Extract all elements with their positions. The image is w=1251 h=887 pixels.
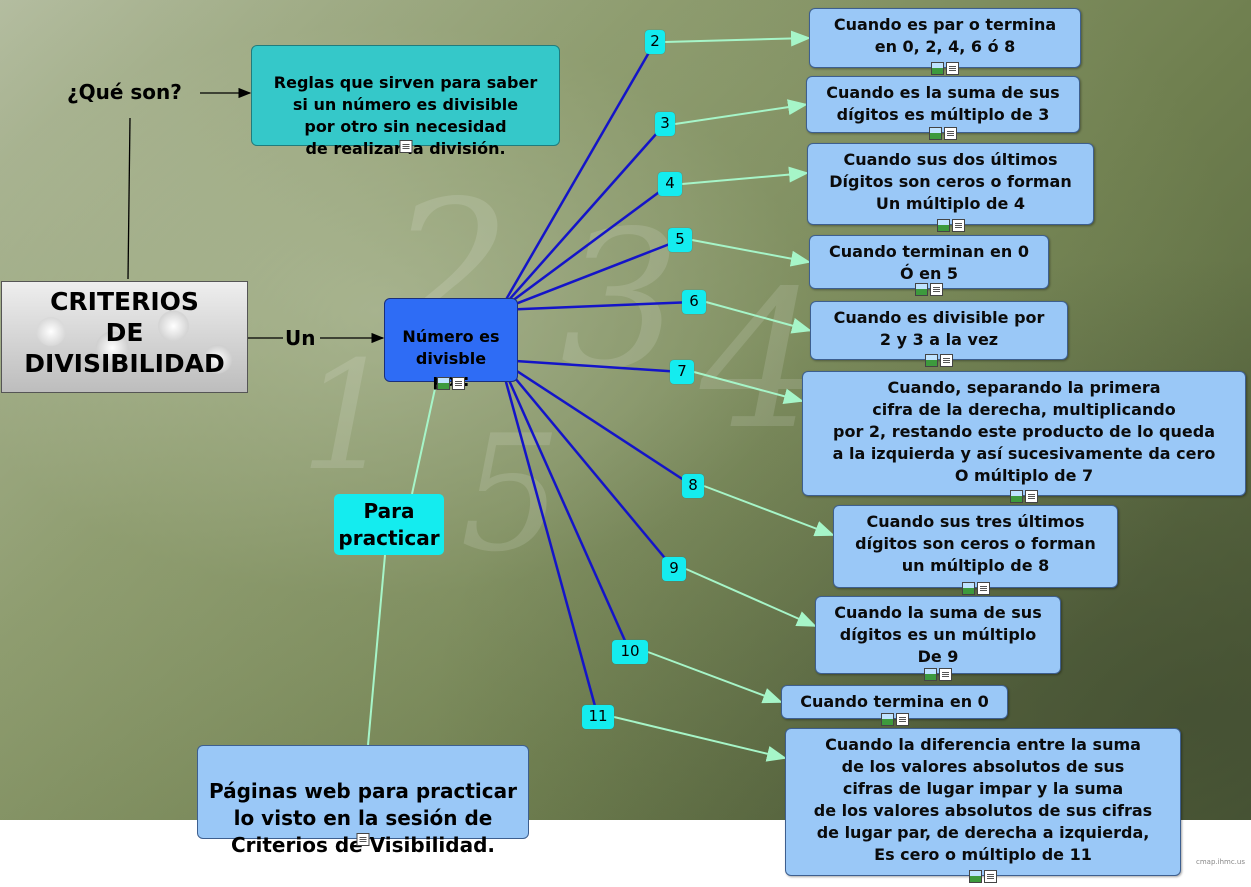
attachment-icons: [399, 140, 412, 153]
criterion-node-11[interactable]: Cuando la diferencia entre la suma de lo…: [785, 728, 1181, 883]
attachment-icons: [437, 377, 465, 390]
image-icon[interactable]: [925, 354, 938, 367]
criterion-node-7[interactable]: Cuando, separando la primera cifra de la…: [802, 371, 1246, 503]
spoke-line: [499, 300, 695, 312]
attachment-icons: [1010, 490, 1038, 503]
arrow-line: [703, 485, 835, 537]
arrow-line: [674, 99, 808, 125]
definition-text: Reglas que sirven para saber si un númer…: [273, 73, 538, 158]
watermark: cmap.ihmc.us: [1196, 858, 1245, 866]
note-icon[interactable]: [946, 62, 959, 75]
attachment-icons: [915, 283, 943, 296]
link-label-un: Un: [285, 326, 316, 350]
arrow-line: [681, 166, 809, 185]
criterion-text: Cuando es divisible por 2 y 3 a la vez: [833, 308, 1045, 349]
divisor-label-3: 3: [655, 112, 675, 136]
criterion-text: Cuando es par o termina en 0, 2, 4, 6 ó …: [833, 15, 1057, 56]
divisor-label-4: 4: [658, 172, 682, 196]
note-icon[interactable]: [895, 713, 909, 726]
image-icon[interactable]: [915, 283, 928, 296]
arrow-line: [685, 568, 817, 627]
image-icon[interactable]: [936, 219, 950, 232]
note-icon[interactable]: [940, 354, 953, 367]
image-icon[interactable]: [969, 870, 982, 883]
image-icon[interactable]: [924, 668, 937, 681]
attachment-icons: [961, 582, 990, 595]
attachment-icons: [929, 127, 957, 140]
note-icon[interactable]: [944, 127, 957, 140]
note-icon[interactable]: [1025, 490, 1038, 503]
definition-node[interactable]: Reglas que sirven para saber si un númer…: [251, 45, 560, 158]
criterion-node-6[interactable]: Cuando es divisible por 2 y 3 a la vez: [810, 301, 1068, 367]
spoke-line: [499, 359, 675, 570]
attachment-icons: [925, 354, 953, 367]
attachment-icons: [969, 870, 997, 883]
image-icon[interactable]: [880, 713, 894, 726]
divisor-label-8: 8: [682, 474, 704, 498]
image-icon[interactable]: [931, 62, 944, 75]
divisor-label-6: 6: [682, 290, 706, 314]
note-icon[interactable]: [399, 140, 412, 153]
criterion-node-5[interactable]: Cuando terminan en 0 Ó en 5: [809, 235, 1049, 296]
criterion-text: Cuando sus dos últimos Dígitos son ceros…: [829, 150, 1072, 213]
attachment-icons: [936, 219, 965, 232]
arrow-line: [693, 371, 804, 405]
criterion-text: Cuando la diferencia entre la suma de lo…: [813, 735, 1153, 864]
center-text: Número es divisble por:: [402, 327, 500, 390]
spoke-line: [499, 182, 671, 312]
attachment-icons: [356, 833, 370, 846]
spoke-line: [498, 41, 657, 311]
divisor-label-10: 10: [612, 640, 648, 664]
link-label-para-practicar: Para practicar: [334, 494, 444, 555]
note-icon[interactable]: [930, 283, 943, 296]
divisor-label-9: 9: [662, 557, 686, 581]
spoke-line: [498, 359, 632, 653]
spoke-line: [498, 359, 600, 718]
note-icon[interactable]: [984, 870, 997, 883]
spoke-line: [499, 238, 681, 312]
criterion-node-2[interactable]: Cuando es par o termina en 0, 2, 4, 6 ó …: [809, 8, 1081, 75]
criterion-node-10[interactable]: Cuando termina en 0: [781, 685, 1008, 726]
criterion-text: Cuando termina en 0: [800, 692, 989, 711]
divisor-label-2: 2: [645, 30, 665, 54]
attachment-icons: [924, 668, 952, 681]
spoke-line: [499, 123, 666, 311]
note-icon[interactable]: [452, 377, 465, 390]
attachment-icons: [880, 713, 909, 726]
criterion-text: Cuando, separando la primera cifra de la…: [832, 378, 1216, 485]
web-pages-text: Páginas web para practicar lo visto en l…: [208, 779, 517, 857]
criterion-text: Cuando terminan en 0 Ó en 5: [829, 242, 1029, 283]
attachment-icons: [931, 62, 959, 75]
arrow-line: [647, 651, 783, 704]
note-icon[interactable]: [356, 833, 370, 846]
criterion-text: Cuando sus tres últimos dígitos son cero…: [855, 512, 1096, 575]
center-node[interactable]: Número es divisble por:: [384, 298, 518, 390]
arrow-line: [613, 716, 787, 762]
criterion-text: Cuando es la suma de sus dígitos es múlt…: [826, 83, 1060, 124]
image-icon[interactable]: [437, 377, 450, 390]
criterion-node-3[interactable]: Cuando es la suma de sus dígitos es múlt…: [806, 76, 1080, 140]
image-icon[interactable]: [961, 582, 975, 595]
criterion-text: Cuando la suma de sus dígitos es un múlt…: [834, 603, 1042, 666]
main-topic-title[interactable]: CRITERIOS DE DIVISIBILIDAD: [1, 281, 248, 393]
criterion-node-9[interactable]: Cuando la suma de sus dígitos es un múlt…: [815, 596, 1061, 681]
spoke-line: [499, 358, 683, 374]
arrow-line: [664, 30, 811, 47]
spoke-line: [499, 358, 694, 488]
web-pages-node[interactable]: Páginas web para practicar lo visto en l…: [197, 745, 529, 857]
criterion-node-8[interactable]: Cuando sus tres últimos dígitos son cero…: [833, 505, 1118, 595]
arrow-line: [705, 301, 812, 334]
note-icon[interactable]: [951, 219, 965, 232]
criterion-node-4[interactable]: Cuando sus dos últimos Dígitos son ceros…: [807, 143, 1094, 232]
divisor-label-11: 11: [582, 705, 614, 729]
arrow-line: [691, 239, 811, 267]
note-icon[interactable]: [976, 582, 990, 595]
note-icon[interactable]: [939, 668, 952, 681]
image-icon[interactable]: [1010, 490, 1023, 503]
divisor-label-7: 7: [670, 360, 694, 384]
image-icon[interactable]: [929, 127, 942, 140]
divisor-label-5: 5: [668, 228, 692, 252]
link-label-que-son: ¿Qué son?: [67, 80, 182, 104]
